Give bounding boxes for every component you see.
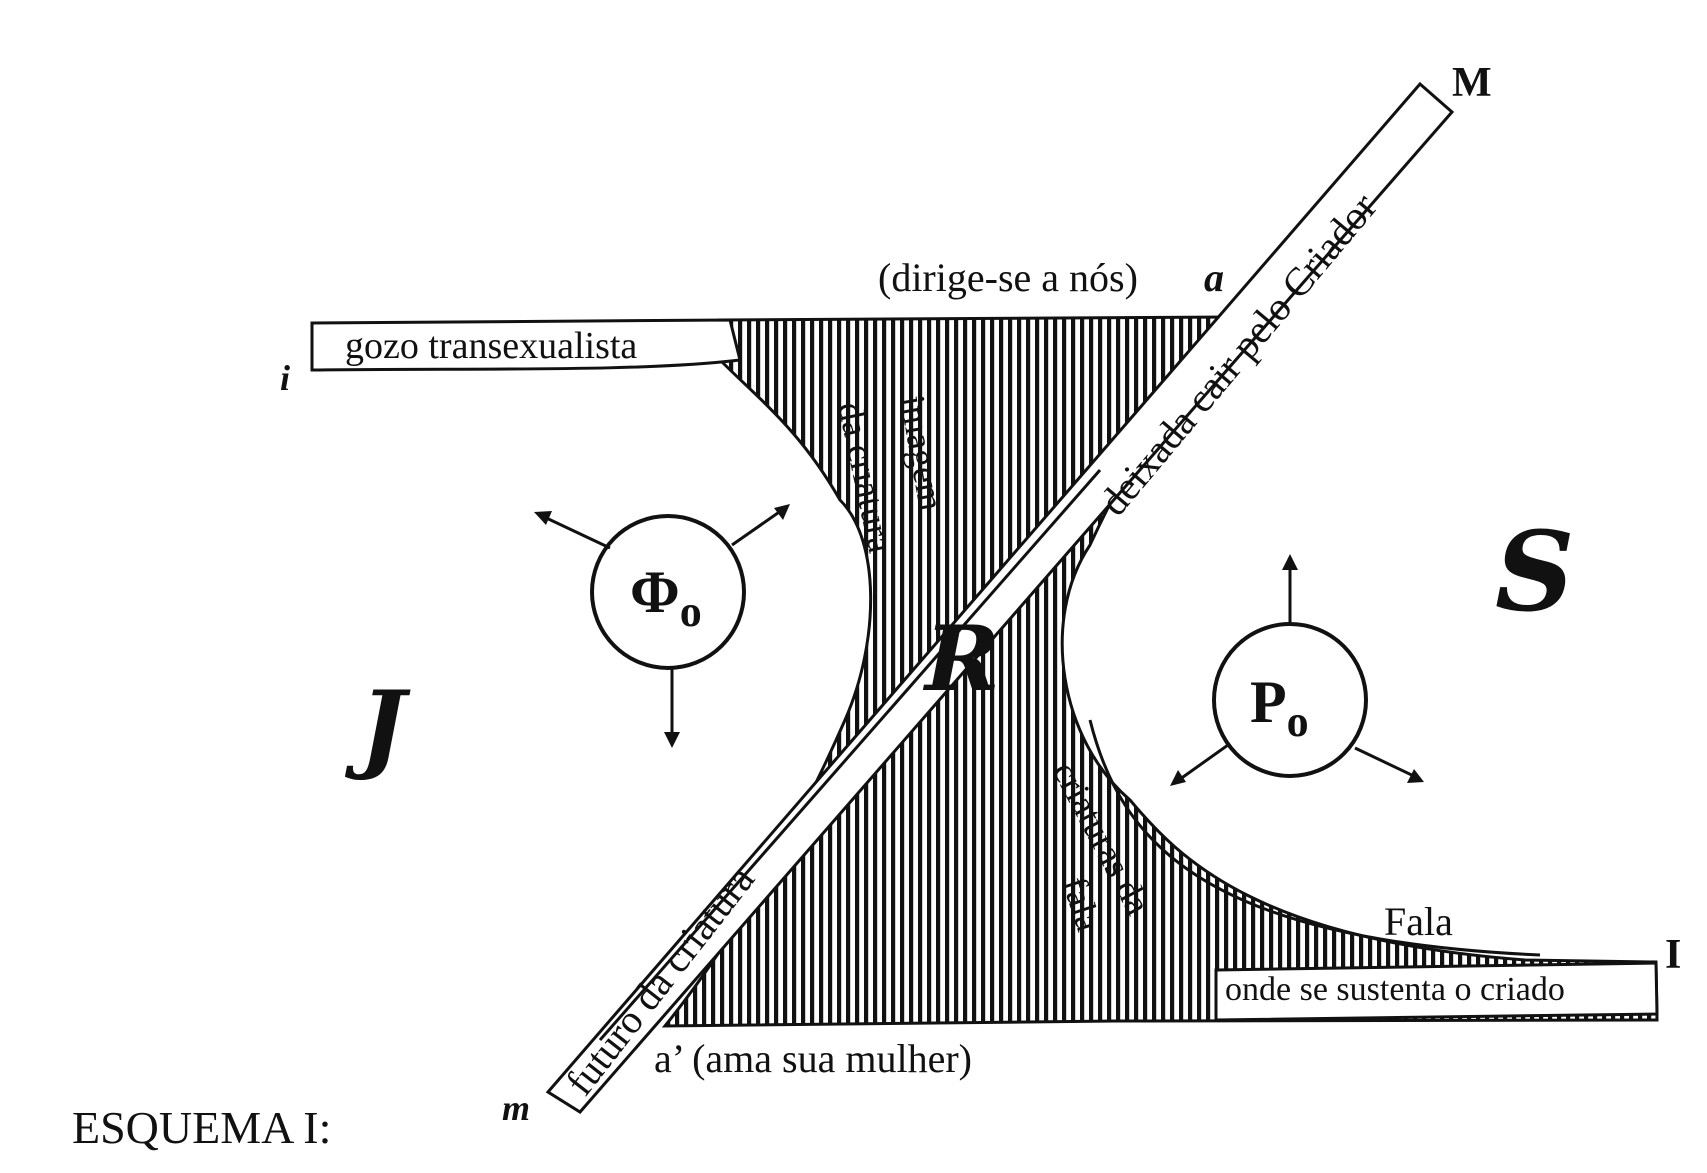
p-letter: P [1250,669,1287,735]
letter-i: i [280,358,290,398]
letter-J: J [344,670,411,783]
phi-letter: Φ [630,559,680,625]
diagonal-band [545,81,1455,1114]
p-subscript: o [1287,697,1309,746]
speech-curve [1088,719,1541,957]
jouissance-label: gozo transexualista [345,325,637,367]
hatched-region [661,315,1659,1028]
phi-subscript: o [680,587,702,636]
diagonal-line [598,469,1102,1041]
phi-zero-node [534,504,790,748]
letter-M: M [1452,60,1492,106]
a-label: a [1204,255,1224,300]
caption: ESQUEMA I: [72,1102,331,1153]
band-i [310,318,742,372]
letter-m: m [502,1088,530,1128]
letter-S: S [1495,507,1574,636]
phi-symbol: Φo [630,559,702,636]
speech-label: Fala [1384,899,1453,944]
letter-I: I [1665,932,1681,978]
loves-label: a’ (ama sua mulher) [654,1036,972,1081]
p-symbol: Po [1250,669,1309,746]
band-I [1214,961,1659,1022]
sustains-label: onde se sustenta o criado [1225,971,1565,1008]
directed-label: (dirige-se a nós) [878,255,1138,300]
p-zero-node [1170,554,1424,786]
letter-R: R [922,606,1000,712]
